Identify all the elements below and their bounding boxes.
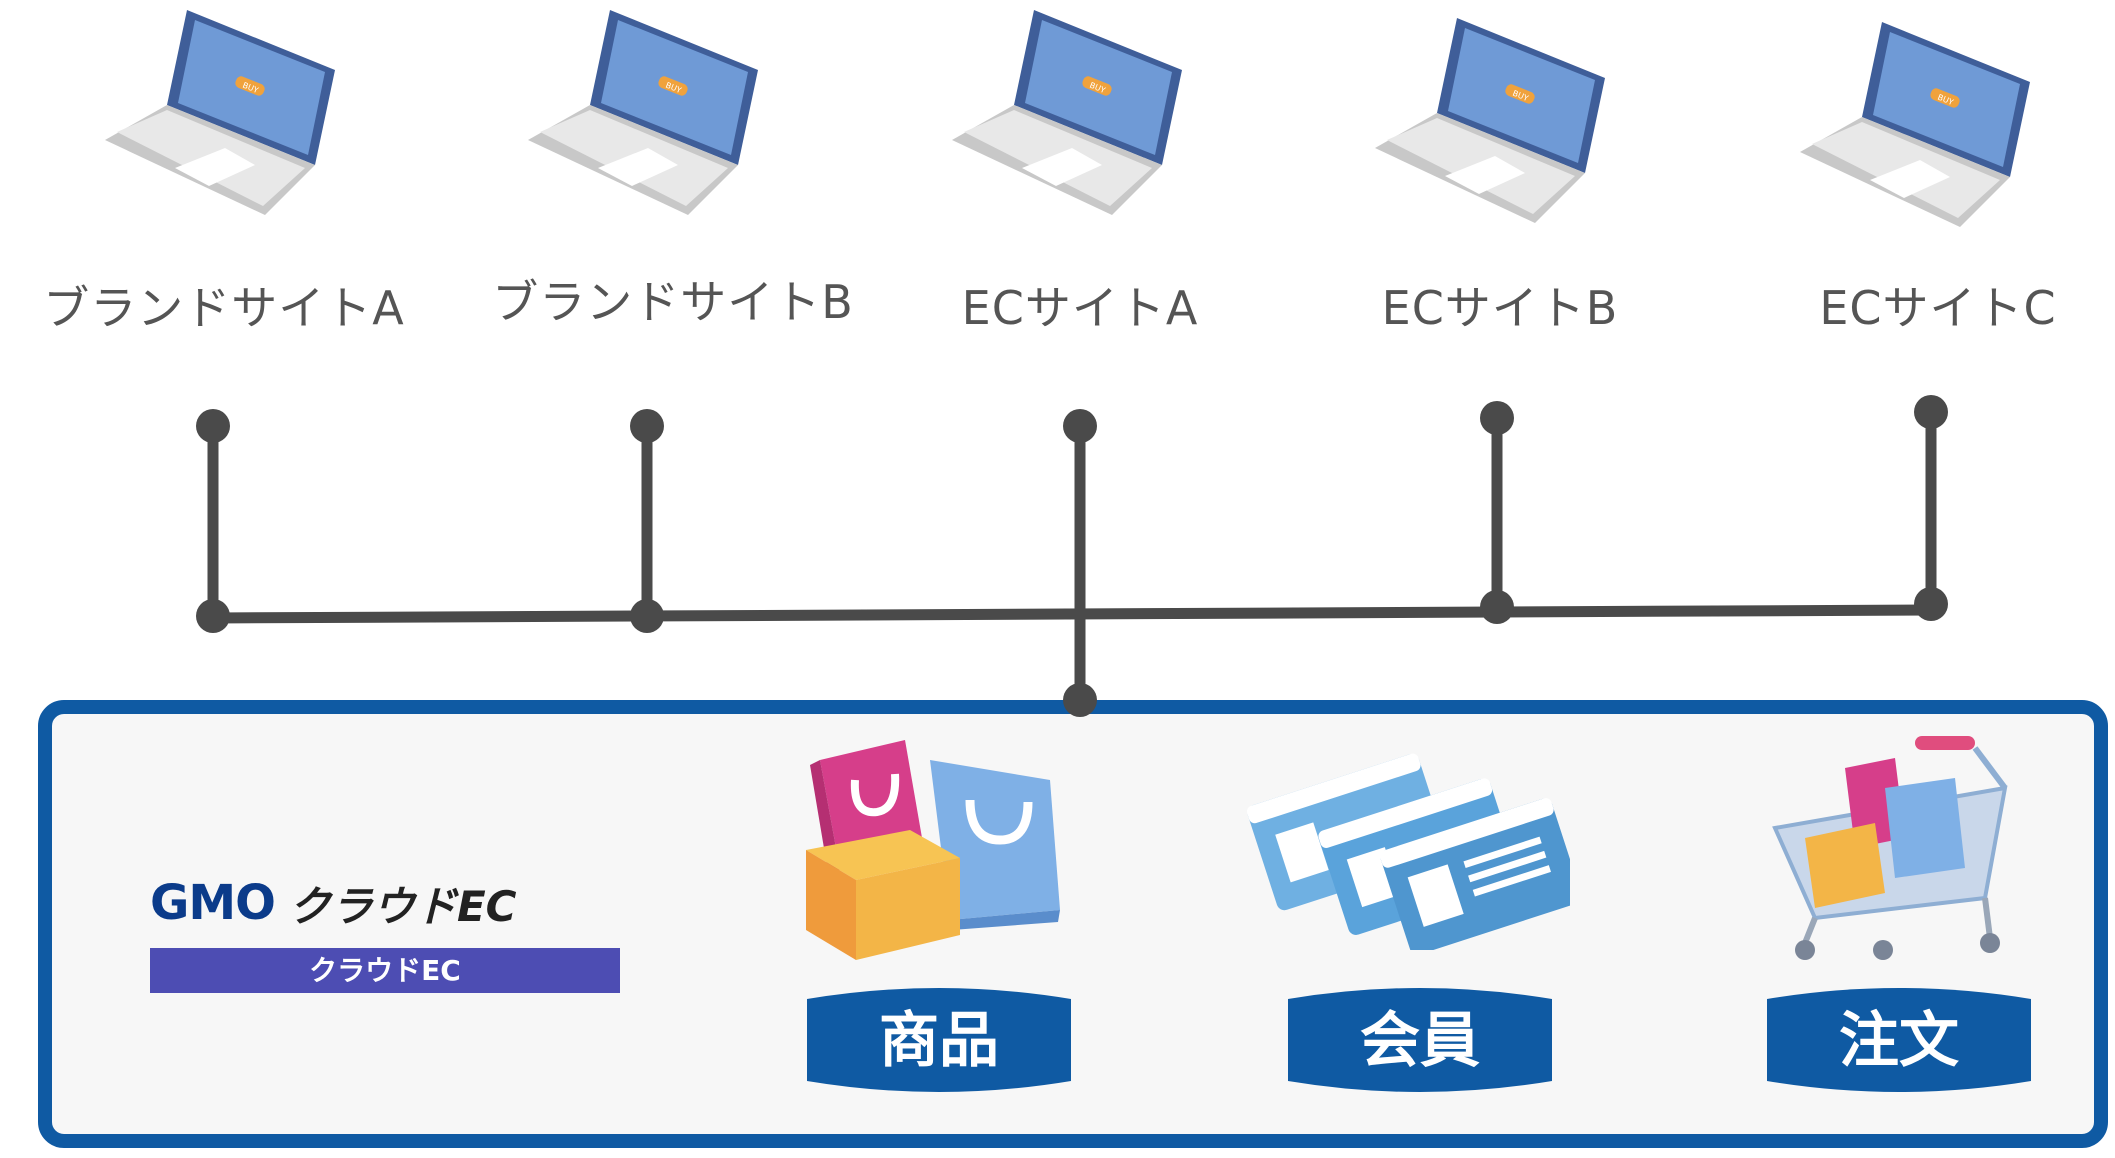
logo-suffix-text: クラウドEC — [288, 881, 517, 931]
category-label-members: 会員 — [1360, 1006, 1480, 1076]
site-label-ec-a: ECサイトA — [961, 281, 1199, 335]
shopping-bags-boxes-icon — [806, 740, 1060, 960]
category-label-orders: 注文 — [1839, 1006, 1959, 1076]
gmo-cloud-ec-logo: GMO クラウドEC クラウドEC — [150, 875, 620, 993]
laptop-icon: BUY — [1800, 22, 2030, 227]
category-drum-members: 会員 — [1288, 985, 1552, 1095]
site-label-ec-c: ECサイトC — [1819, 281, 2057, 335]
category-label-products: 商品 — [879, 1006, 999, 1076]
category-drum-orders: 注文 — [1767, 985, 2031, 1095]
site-label-brand-a: ブランドサイトA — [43, 281, 405, 335]
laptop-icon: BUY — [952, 10, 1182, 215]
shopping-cart-icon — [1772, 736, 2008, 960]
category-drum-products: 商品 — [807, 985, 1071, 1095]
platform-panel — [38, 700, 2108, 1148]
site-label-brand-b: ブランドサイトB — [492, 275, 854, 329]
logo-gmo-text: GMO — [150, 875, 276, 931]
site-label-ec-b: ECサイトB — [1381, 281, 1619, 335]
laptop-icon: BUY — [105, 10, 335, 215]
laptop-icon: BUY — [528, 10, 758, 215]
laptop-icon: BUY — [1375, 18, 1605, 223]
logo-caption: クラウドEC — [150, 948, 620, 993]
member-cards-icon — [1246, 753, 1570, 950]
